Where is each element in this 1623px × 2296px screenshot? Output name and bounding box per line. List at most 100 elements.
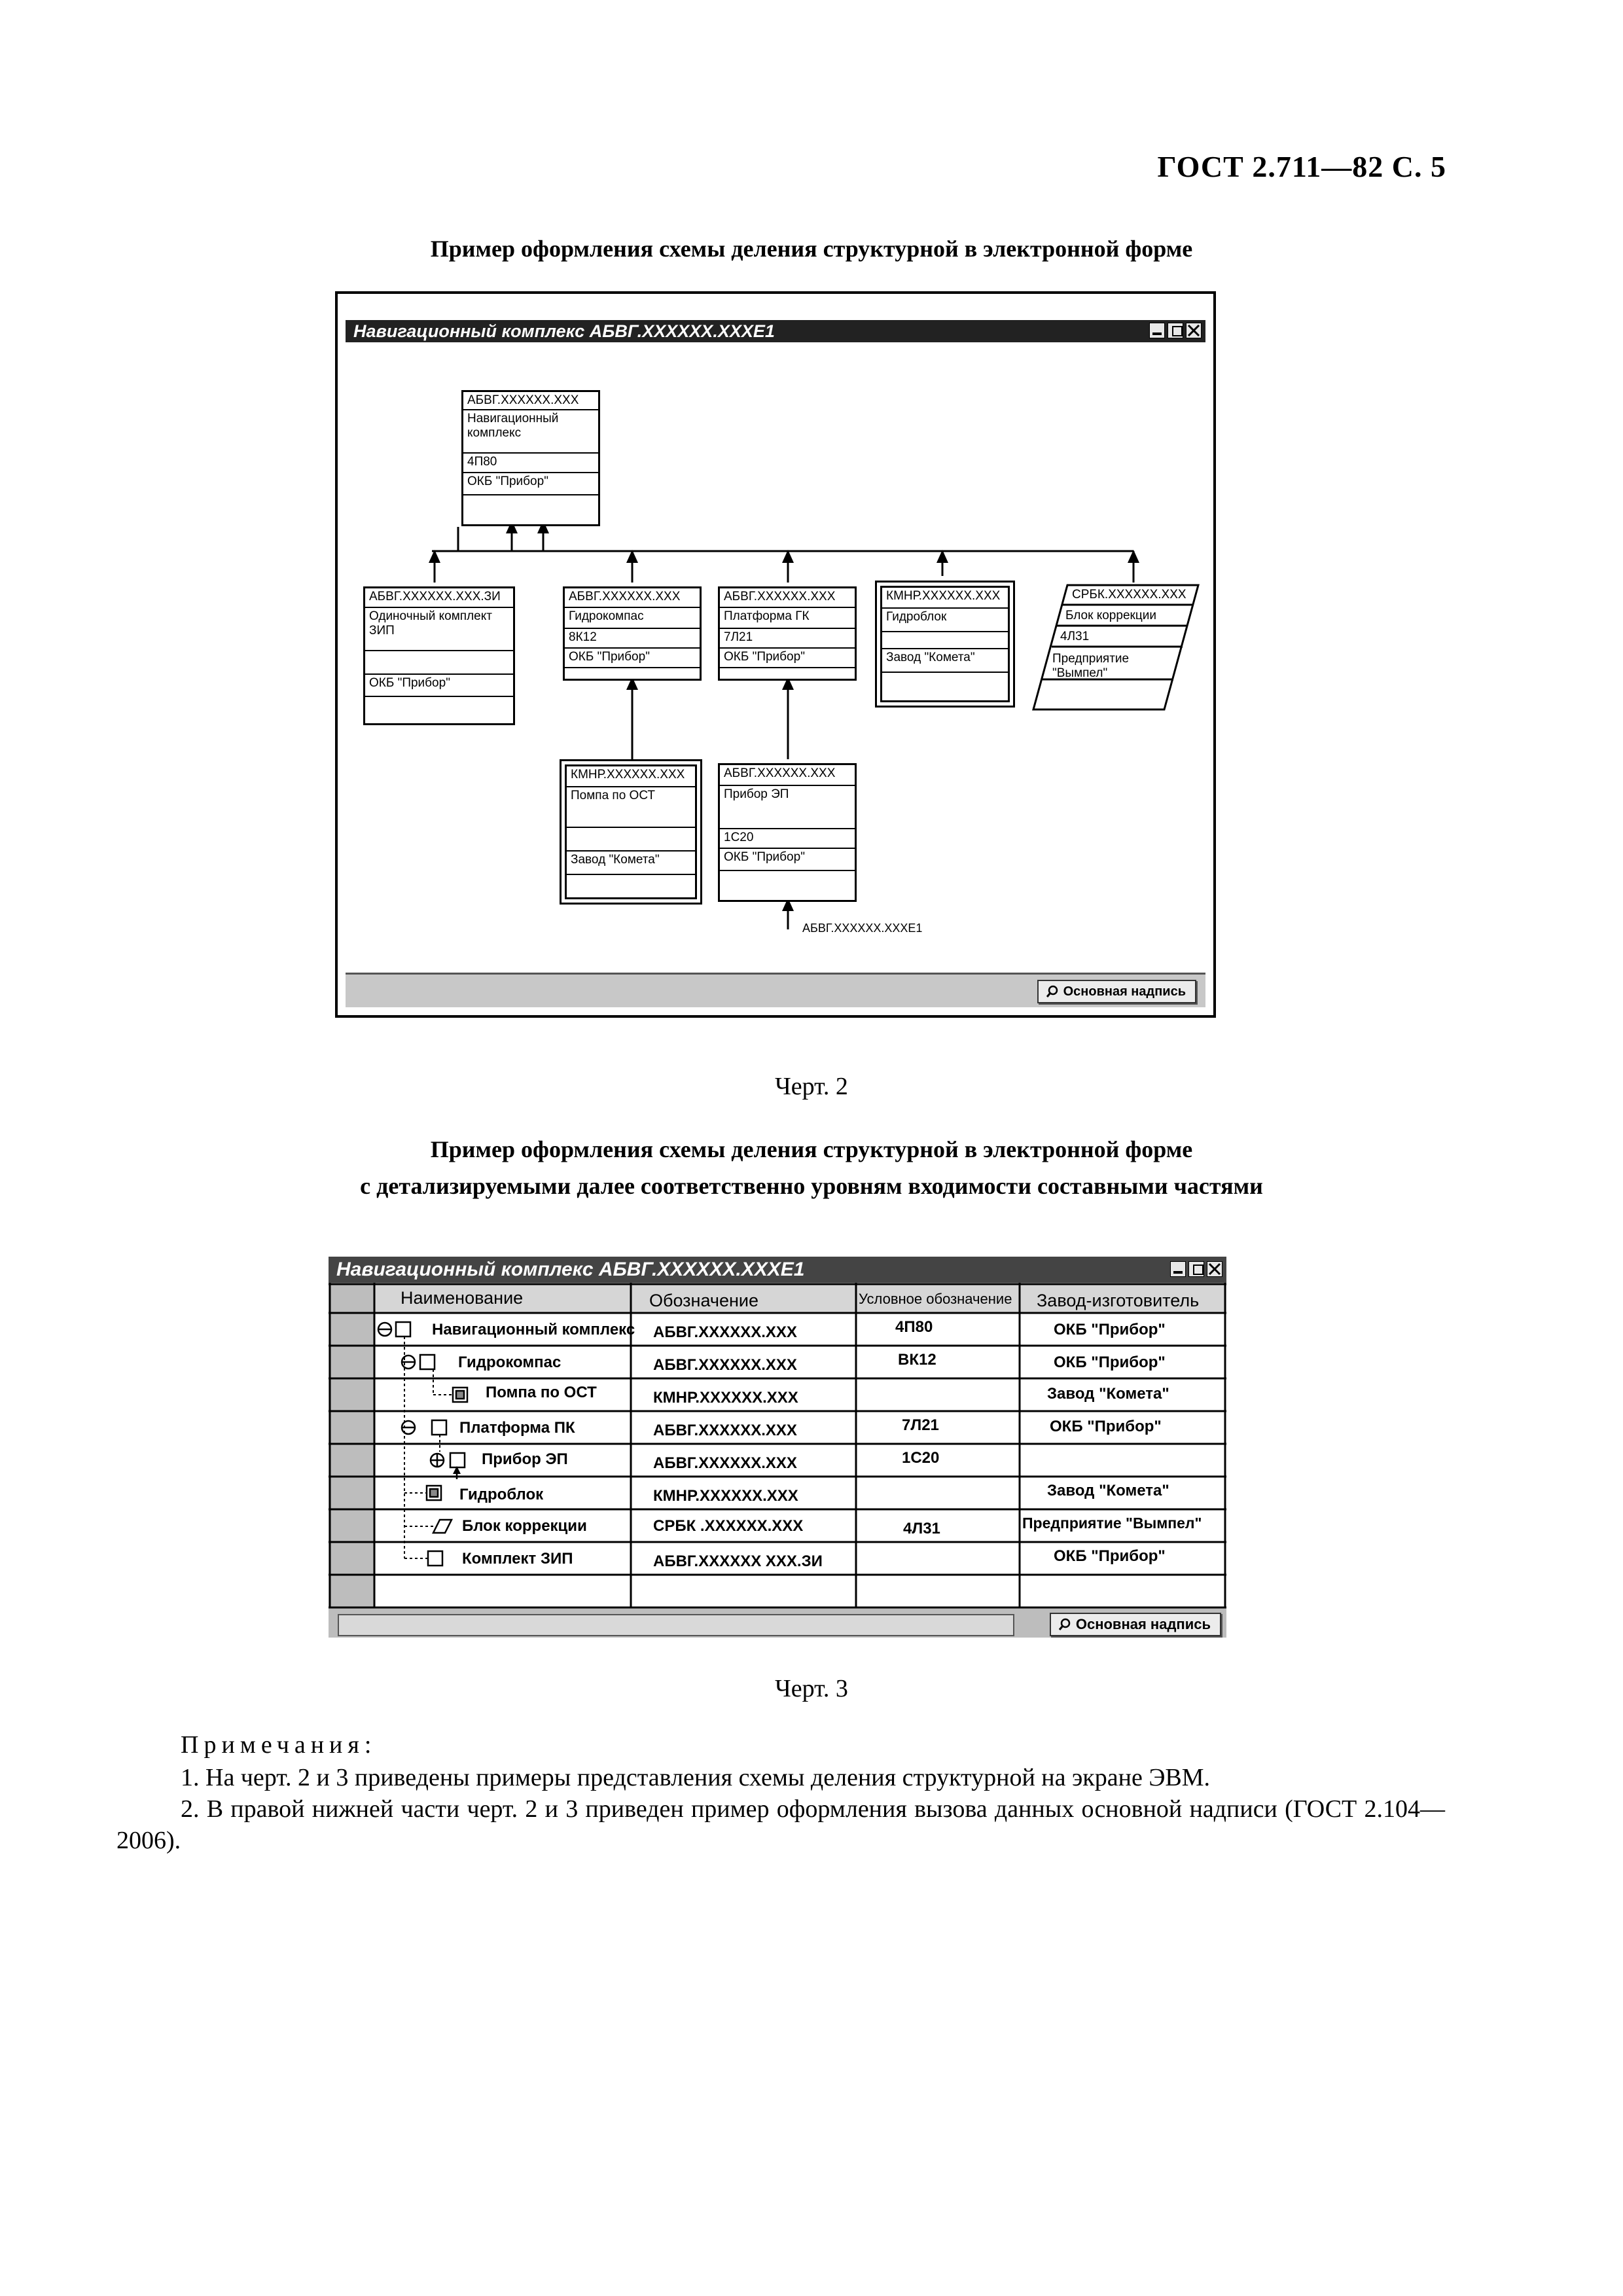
level1-block-correction-shape [1032,584,1200,711]
block-empty [463,495,598,520]
magnifier-icon [1046,985,1058,997]
chart2-label: Черт. 2 [775,1073,848,1100]
chart3-caption-line1: Пример оформления схемы деления структур… [430,1136,1193,1162]
chart2-title-block-button[interactable]: Основная надпись [1037,980,1196,1003]
block-designation: АБВГ.XXXXXX.XXX [720,588,855,608]
chart3-titlebar: Навигационный комплекс АБВГ.XXXXXX.XXXE1 [329,1257,1226,1283]
minimize-icon[interactable] [1170,1261,1186,1277]
root-block[interactable]: АБВГ.XXXXXX.XXX Навигационный комплекс 4… [461,390,600,526]
block-maker: ОКБ "Прибор" [463,473,598,495]
block-symbol: 1С20 [720,829,855,849]
block-name: Гидроблок [882,609,1008,632]
column-header-designation[interactable]: Обозначение [649,1291,758,1310]
block-name: Блок коррекции [1065,609,1156,622]
chart2-reference-label: АБВГ.XXXXXX.XXXE1 [802,922,923,935]
restore-icon[interactable] [1188,1261,1204,1277]
chart3-table-grid [329,1283,1226,1609]
chart2-connectors [429,520,1139,929]
block-empty [720,668,855,675]
level1-block-platform[interactable]: АБВГ.XXXXXX.XXX Платформа ГК 7Л21 ОКБ "П… [718,586,857,681]
cell-symbol: 4Л31 [903,1520,940,1537]
block-empty [365,697,513,719]
block-maker: ОКБ "Прибор" [720,849,855,871]
chart3-title-block-button[interactable]: Основная надпись [1049,1613,1221,1636]
cell-name: Навигационный комплекс [432,1321,635,1338]
block-designation: АБВГ.XXXXXX.XXX [565,588,700,608]
chart2-caption: Пример оформления схемы деления структур… [430,236,1193,262]
block-symbol: 7Л21 [720,629,855,649]
cell-maker: ОКБ "Прибор" [1054,1354,1166,1371]
chart3-caption-line2: с детализируемыми далее соответственно у… [360,1173,1263,1199]
cell-name: Помпа по ОСТ [486,1384,597,1401]
block-empty [565,668,700,675]
cell-symbol: 4П80 [895,1318,933,1336]
notes-heading: Примечания: [181,1731,377,1759]
cell-name: Платформа ПК [459,1419,575,1437]
column-header-symbol[interactable]: Условное обозначение [859,1291,1012,1307]
block-designation: КМНР.XXXXXX.XXX [567,766,695,787]
cell-name: Прибор ЭП [482,1450,568,1468]
chart3-status-field [338,1614,1014,1636]
cell-designation: АБВГ.XXXXXX.XXX [653,1323,797,1341]
block-name: Гидрокомпас [565,608,700,629]
block-empty [882,673,1008,692]
cell-designation: АБВГ.XXXXXX XXX.ЗИ [653,1552,823,1570]
level1-block-zip[interactable]: АБВГ.XXXXXX.XXX.ЗИ Одиночный комплект ЗИ… [363,586,515,725]
block-maker: ОКБ "Прибор" [565,649,700,668]
chart3-window-title: Навигационный комплекс АБВГ.XXXXXX.XXXE1 [336,1259,805,1280]
level1-block-hydroblock[interactable]: КМНР.XXXXXX.XXX Гидроблок Завод "Комета" [875,581,1015,708]
close-icon[interactable] [1207,1261,1222,1277]
block-maker: ОКБ "Прибор" [365,675,513,697]
chart2-window-title: Навигационный комплекс АБВГ.XXXXXX.XXXE1 [353,321,775,341]
block-designation: АБВГ.XXXXXX.XXX [463,392,598,410]
block-symbol: 4П80 [463,454,598,473]
cell-maker: ОКБ "Прибор" [1050,1418,1162,1435]
block-empty [567,875,695,895]
block-designation: КМНР.XXXXXX.XXX [882,588,1008,609]
column-header-maker[interactable]: Завод-изготовитель [1037,1291,1200,1310]
cell-symbol: 1С20 [902,1449,940,1467]
page-header: ГОСТ 2.711—82 С. 5 [1157,150,1446,183]
cell-maker: Завод "Комета" [1047,1385,1169,1403]
cell-name: Комплект ЗИП [462,1550,573,1568]
cell-designation: СРБК .XXXXXX.XXX [653,1517,804,1535]
block-name: Одиночный комплект ЗИП [365,608,513,651]
cell-name: Блок коррекции [462,1517,587,1535]
chart2-status-label: Основная надпись [1063,984,1186,999]
block-designation: СРБК.XXXXXX.XXX [1072,588,1186,601]
block-symbol [365,651,513,675]
chart3-status-label: Основная надпись [1075,1616,1211,1632]
magnifier-icon [1058,1618,1071,1630]
block-designation: АБВГ.XXXXXX.XXX.ЗИ [365,588,513,608]
block-symbol [567,828,695,852]
cell-name: Гидроблок [459,1486,544,1503]
cell-designation: АБВГ.XXXXXX.XXX [653,1356,797,1374]
cell-designation: КМНР.XXXXXX.XXX [653,1487,798,1505]
block-maker: Предприятие "Вымпел" [1052,652,1130,680]
minimize-icon[interactable] [1149,323,1165,338]
cell-designation: КМНР.XXXXXX.XXX [653,1389,798,1407]
chart3-statusbar: Основная надпись [329,1610,1226,1638]
block-symbol [882,632,1008,649]
close-icon[interactable] [1186,323,1202,338]
block-name: Навигационный комплекс [463,410,598,454]
level2-block-device-ep[interactable]: АБВГ.XXXXXX.XXX Прибор ЭП 1С20 ОКБ "Приб… [718,763,857,902]
block-maker: ОКБ "Прибор" [720,649,855,668]
block-name: Помпа по ОСТ [567,787,695,828]
level1-block-gyrocompass[interactable]: АБВГ.XXXXXX.XXX Гидрокомпас 8К12 ОКБ "Пр… [563,586,702,681]
column-header-name[interactable]: Наименование [401,1288,524,1308]
block-maker: Завод "Комета" [567,852,695,875]
restore-icon[interactable] [1168,323,1183,338]
chart2-titlebar: Навигационный комплекс АБВГ.XXXXXX.XXXE1 [346,320,1205,342]
block-name: Прибор ЭП [720,786,855,829]
block-symbol: 8К12 [565,629,700,649]
cell-maker: ОКБ "Прибор" [1054,1547,1166,1565]
block-maker: Завод "Комета" [882,649,1008,673]
cell-name: Гидрокомпас [458,1354,562,1371]
level2-block-pump[interactable]: КМНР.XXXXXX.XXX Помпа по ОСТ Завод "Коме… [560,759,702,905]
cell-symbol: 7Л21 [902,1416,939,1434]
cell-symbol: ВК12 [898,1351,936,1369]
cell-maker: Предприятие "Вымпел" [1022,1515,1202,1532]
cell-designation: АБВГ.XXXXXX.XXX [653,1422,797,1439]
block-name: Платформа ГК [720,608,855,629]
